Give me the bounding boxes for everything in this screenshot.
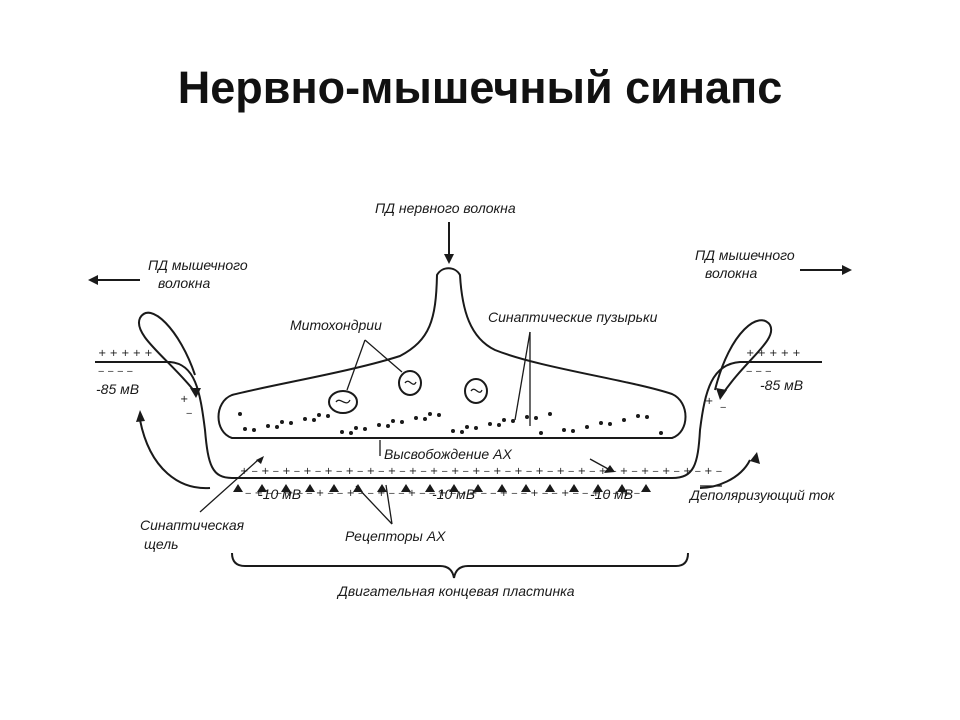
synaptic-vesicle (451, 429, 455, 433)
svg-text:‒ ‒ ‒ ‒: ‒ ‒ ‒ ‒ (98, 366, 133, 377)
right-current-loop (714, 319, 773, 396)
synaptic-vesicle (340, 430, 344, 434)
synaptic-vesicle (659, 431, 663, 435)
synaptic-vesicle (363, 427, 367, 431)
synaptic-vesicle (585, 425, 589, 429)
synaptic-vesicle (280, 420, 284, 424)
ach-receptor-marker (521, 484, 531, 492)
plate-voltage-2: -10 мВ (432, 486, 475, 502)
synaptic-vesicle (349, 431, 353, 435)
synaptic-vesicle (312, 418, 316, 422)
synaptic-vesicle (317, 413, 321, 417)
synaptic-vesicle (622, 418, 626, 422)
synaptic-vesicle (502, 418, 506, 422)
left-current-loop (137, 311, 196, 393)
svg-text:+: + (705, 396, 713, 407)
ach-receptor-marker (281, 484, 291, 492)
cleft-label-1: Синаптическая (140, 517, 245, 533)
synaptic-vesicle (423, 417, 427, 421)
slide-title: Нервно-мышечный синапс (177, 62, 783, 113)
ach-receptor-marker (617, 484, 627, 492)
ach-receptor-marker (545, 484, 555, 492)
nerve-terminal (217, 267, 687, 439)
synaptic-vesicle (303, 417, 307, 421)
ach-receptor-marker (233, 484, 243, 492)
end-plate-label: Двигательная концевая пластинка (336, 583, 575, 599)
synaptic-vesicle (525, 415, 529, 419)
synaptic-vesicle (465, 425, 469, 429)
plate-voltage-3: -10 мВ (590, 486, 633, 502)
ach-release-label: Высвобождение АХ (384, 446, 512, 462)
synaptic-vesicle (539, 431, 543, 435)
ach-receptor-marker (329, 484, 339, 492)
ach-receptor-marker (473, 484, 483, 492)
synaptic-vesicle (497, 423, 501, 427)
synaptic-vesicle (548, 412, 552, 416)
ach-receptor-marker (305, 484, 315, 492)
synaptic-vesicle (289, 421, 293, 425)
ach-receptor-marker (593, 484, 603, 492)
synaptic-vesicle (354, 426, 358, 430)
synaptic-vesicle (391, 419, 395, 423)
svg-text:‒: ‒ (186, 408, 192, 419)
synaptic-vesicle (275, 425, 279, 429)
vesicles-label: Синаптические пузырьки (488, 309, 658, 325)
mitochondrion-1 (328, 390, 358, 414)
svg-text:‒ ‒ ‒: ‒ ‒ ‒ (746, 366, 771, 377)
ach-receptor-marker (449, 484, 459, 492)
svg-text:‒: ‒ (720, 402, 726, 413)
svg-text:+ + + + +: + + + + + (746, 348, 801, 359)
synaptic-vesicle (636, 414, 640, 418)
synaptic-vesicle (414, 416, 418, 420)
left-rest-voltage: -85 мВ (96, 381, 139, 397)
plate-voltage-1: -10 мВ (258, 486, 301, 502)
ach-receptor-marker (401, 484, 411, 492)
synaptic-vesicle (428, 412, 432, 416)
ach-receptor-marker (257, 484, 267, 492)
muscle-ap-right-label-1: ПД мышечного (695, 247, 795, 263)
nerve-ap-label: ПД нервного волокна (375, 200, 516, 216)
synaptic-vesicle (243, 427, 247, 431)
synaptic-vesicle (400, 420, 404, 424)
ach-receptor-marker (377, 484, 387, 492)
synaptic-vesicle (571, 429, 575, 433)
synaptic-vesicle (534, 416, 538, 420)
ach-receptor-marker (641, 484, 651, 492)
muscle-ap-right-label-2: волокна (705, 265, 757, 281)
synaptic-vesicle (238, 412, 242, 416)
synaptic-vesicle (599, 421, 603, 425)
synaptic-vesicle (460, 430, 464, 434)
synaptic-vesicle (386, 424, 390, 428)
end-plate-brace (231, 552, 689, 579)
synaptic-vesicle (645, 415, 649, 419)
synaptic-vesicle (511, 419, 515, 423)
mitochondrion-3 (464, 378, 488, 404)
depolarizing-current-label: Деполяризующий ток (688, 487, 836, 503)
ach-receptor-marker (497, 484, 507, 492)
synaptic-vesicle (608, 422, 612, 426)
ach-receptor-marker (353, 484, 363, 492)
cleft-label-2: щель (144, 536, 179, 552)
synaptic-vesicle (474, 426, 478, 430)
synaptic-vesicle (377, 423, 381, 427)
mitochondrion-2 (398, 370, 422, 396)
synaptic-vesicle (326, 414, 330, 418)
synaptic-vesicle (562, 428, 566, 432)
synaptic-vesicle (252, 428, 256, 432)
ach-receptor-marker (569, 484, 579, 492)
ach-receptor-marker (425, 484, 435, 492)
svg-text:+ + + + +: + + + + + (98, 348, 153, 359)
svg-text:‒ + ‒ ‒ + ‒ ‒ + ‒ ‒ + ‒ ‒ + ‒: ‒ + ‒ ‒ + ‒ ‒ + ‒ ‒ + ‒ ‒ + ‒ ‒ + ‒ ‒ + … (245, 488, 640, 499)
muscle-ap-left-label-1: ПД мышечного (148, 257, 248, 273)
mitochondria-label: Митохондрии (290, 317, 382, 333)
svg-text:+ ‒ + ‒ + ‒ + ‒ + ‒ + ‒ + ‒ +: + ‒ + ‒ + ‒ + ‒ + ‒ + ‒ + ‒ + ‒ + ‒ + ‒ … (240, 466, 722, 477)
right-rest-voltage: -85 мВ (760, 377, 803, 393)
svg-text:+: + (180, 394, 188, 405)
muscle-ap-left-label-2: волокна (158, 275, 210, 291)
synaptic-vesicle (437, 413, 441, 417)
receptors-label: Рецепторы АХ (345, 528, 446, 544)
synaptic-vesicle (488, 422, 492, 426)
synaptic-vesicle (266, 424, 270, 428)
